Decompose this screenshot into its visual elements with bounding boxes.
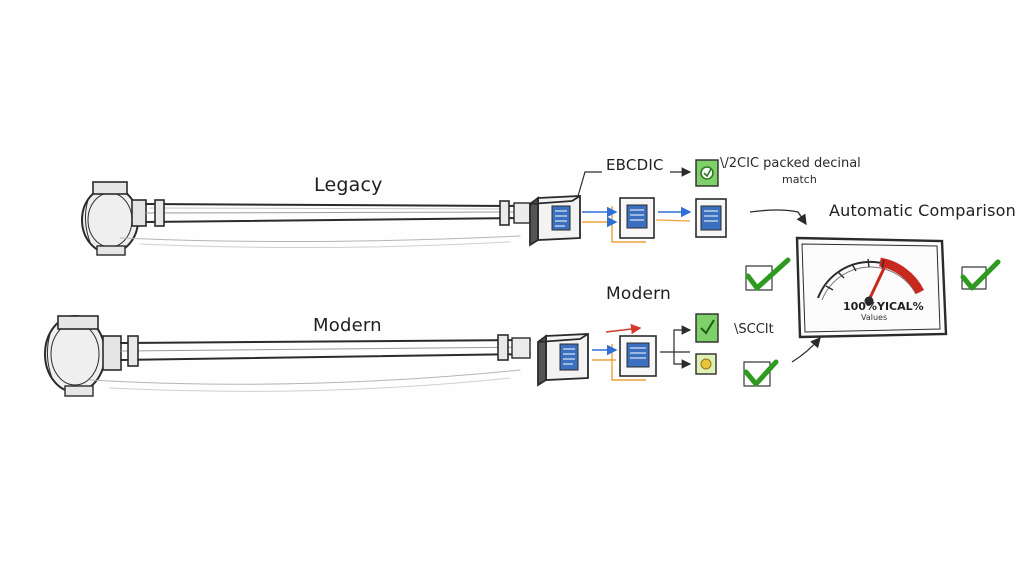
modern-pipe bbox=[44, 315, 531, 397]
modern-stream-label: Modern bbox=[606, 284, 671, 304]
legacy-pipe bbox=[81, 181, 531, 256]
legacy-flow-arrows bbox=[577, 167, 692, 228]
automatic-comparison-title: Automatic Comparison bbox=[829, 201, 1016, 220]
check-mark-icon bbox=[743, 359, 779, 387]
check-mark-icon bbox=[745, 257, 791, 291]
legacy-document-icon bbox=[611, 197, 655, 243]
legacy-label: Legacy bbox=[314, 174, 383, 196]
ebcdic-label: EBCDIC bbox=[606, 156, 664, 174]
check-mark-icon bbox=[960, 259, 1001, 291]
ebcdic-note: \/2CIC packed decinal bbox=[720, 156, 861, 171]
modern-processor-icon bbox=[537, 333, 589, 387]
legacy-valve-icon bbox=[81, 181, 147, 256]
modern-flow-arrows bbox=[592, 323, 692, 369]
gauge-sub-label: Values bbox=[861, 313, 888, 322]
modern-pipe-label: Modern bbox=[313, 315, 382, 336]
gauge-panel bbox=[795, 236, 948, 339]
ebcdic-green-document-icon bbox=[695, 159, 719, 187]
legacy-processor-icon bbox=[529, 195, 581, 247]
comparison-arrows bbox=[749, 209, 821, 363]
ascii-yellow-document-icon bbox=[695, 353, 717, 375]
ascii-green-document-icon bbox=[695, 313, 719, 343]
modern-valve-icon bbox=[44, 315, 122, 397]
gauge-main-label: 100%YICAL% bbox=[843, 300, 924, 313]
match-label: match bbox=[782, 173, 817, 186]
modern-document-icon bbox=[611, 335, 657, 381]
ascii-label: \SCCIt bbox=[734, 322, 774, 337]
legacy-output-document-icon bbox=[695, 198, 727, 238]
